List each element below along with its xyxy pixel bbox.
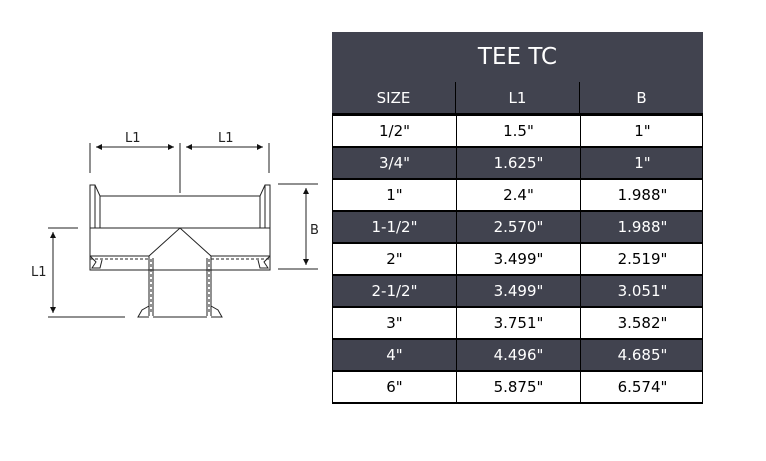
table-row: 1/2" 1.5" 1" <box>333 116 702 148</box>
dimensions-table: TEE TC SIZE L1 B 1/2" 1.5" 1" 3/4" 1.625… <box>332 32 703 404</box>
cell-l1: 3.751" <box>456 308 580 338</box>
cell-b: 1.988" <box>580 180 704 210</box>
cell-b: 4.685" <box>580 340 704 370</box>
cell-size: 1/2" <box>378 122 411 140</box>
column-header-b: B <box>579 82 703 113</box>
label-l1-top-left: L1 <box>125 131 141 146</box>
cell-size: 2" <box>386 250 403 268</box>
table-title: TEE TC <box>332 32 703 82</box>
cell-l1: 3.499" <box>456 276 580 306</box>
cell-l1: 3.499" <box>456 244 580 274</box>
table-row: 6" 5.875" 6.574" <box>333 372 702 404</box>
cell-l1: 1.5" <box>456 116 580 146</box>
cell-b: 3.582" <box>580 308 704 338</box>
table-row: 1-1/2" 2.570" 1.988" <box>333 212 702 244</box>
cell-b: 3.051" <box>580 276 704 306</box>
table-row: 2-1/2" 3.499" 3.051" <box>333 276 702 308</box>
cell-l1: 5.875" <box>456 372 580 402</box>
cell-l1: 2.570" <box>456 212 580 242</box>
table-row: 4" 4.496" 4.685" <box>333 340 702 372</box>
tee-fitting-diagram: L1 L1 B L1 <box>31 131 319 318</box>
cell-l1: 2.4" <box>456 180 580 210</box>
cell-l1: 4.496" <box>456 340 580 370</box>
cell-l1: 1.625" <box>456 148 580 178</box>
cell-b: 1" <box>580 148 704 178</box>
cell-b: 2.519" <box>580 244 704 274</box>
cell-b: 1.988" <box>580 212 704 242</box>
table-row: 2" 3.499" 2.519" <box>333 244 702 276</box>
tee-dimension-drawing: L1 L1 B L1 <box>0 0 330 457</box>
label-l1-left: L1 <box>31 265 47 280</box>
cell-size: 1-1/2" <box>371 218 418 236</box>
table-row: 3" 3.751" 3.582" <box>333 308 702 340</box>
table-header-row: SIZE L1 B <box>332 82 703 116</box>
column-header-size: SIZE <box>376 88 411 107</box>
cell-size: 2-1/2" <box>371 282 418 300</box>
table-body: 1/2" 1.5" 1" 3/4" 1.625" 1" 1" 2.4" 1.98… <box>332 116 703 404</box>
table-row: 1" 2.4" 1.988" <box>333 180 702 212</box>
label-b: B <box>310 223 319 238</box>
cell-size: 3/4" <box>378 154 411 172</box>
cell-b: 6.574" <box>580 372 704 402</box>
cell-b: 1" <box>580 116 704 146</box>
cell-size: 3" <box>386 314 403 332</box>
column-header-l1: L1 <box>455 82 579 113</box>
table-row: 3/4" 1.625" 1" <box>333 148 702 180</box>
cell-size: 6" <box>386 378 403 396</box>
cell-size: 4" <box>386 346 403 364</box>
label-l1-top-right: L1 <box>218 131 234 146</box>
cell-size: 1" <box>386 186 403 204</box>
